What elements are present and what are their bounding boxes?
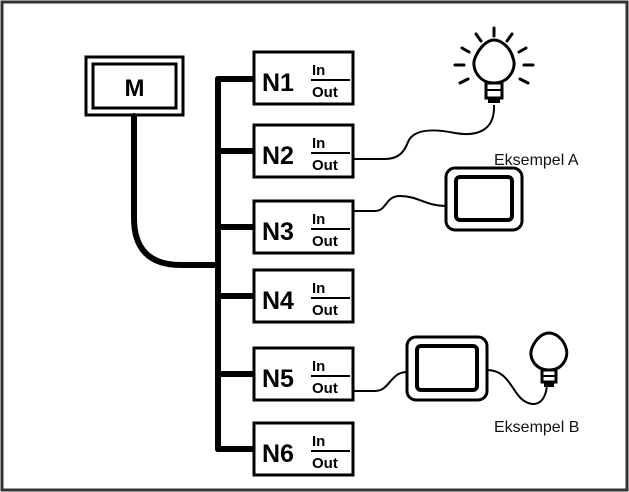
monitor-icon <box>353 166 524 232</box>
node-label: N6 <box>262 440 294 468</box>
node-out-label: Out <box>312 455 338 472</box>
node-in-label: In <box>312 433 325 450</box>
node-label: N1 <box>262 69 294 97</box>
node-label: N4 <box>262 287 294 315</box>
node-label: N3 <box>262 218 294 246</box>
node-label: N2 <box>262 142 294 170</box>
bus-cable <box>131 76 257 452</box>
node-in-label: In <box>312 358 325 375</box>
node-in-label: In <box>312 280 325 297</box>
node-label: N5 <box>262 365 294 393</box>
node-box: N5 In Out <box>252 346 355 402</box>
node-box: N3 In Out <box>252 199 355 255</box>
node-in-label: In <box>312 211 325 228</box>
node-in-label: In <box>312 62 325 79</box>
node-out-label: Out <box>312 84 338 101</box>
node-box: N1 In Out <box>252 50 355 106</box>
monitor-icon <box>353 335 489 402</box>
node-box: N2 In Out <box>252 123 355 179</box>
lightbulb-icon <box>486 331 569 405</box>
master-label: M <box>125 75 145 102</box>
node-out-label: Out <box>312 302 338 319</box>
example-a-caption: Eksempel A <box>494 152 579 169</box>
lightbulb-icon <box>353 26 535 160</box>
master-box: M <box>84 55 185 117</box>
node-out-label: Out <box>312 157 338 174</box>
node-in-label: In <box>312 135 325 152</box>
node-out-label: Out <box>312 233 338 250</box>
node-out-label: Out <box>312 380 338 397</box>
example-b-caption: Eksempel B <box>494 419 579 436</box>
node-box: N4 In Out <box>252 268 355 324</box>
node-box: N6 In Out <box>252 421 355 477</box>
